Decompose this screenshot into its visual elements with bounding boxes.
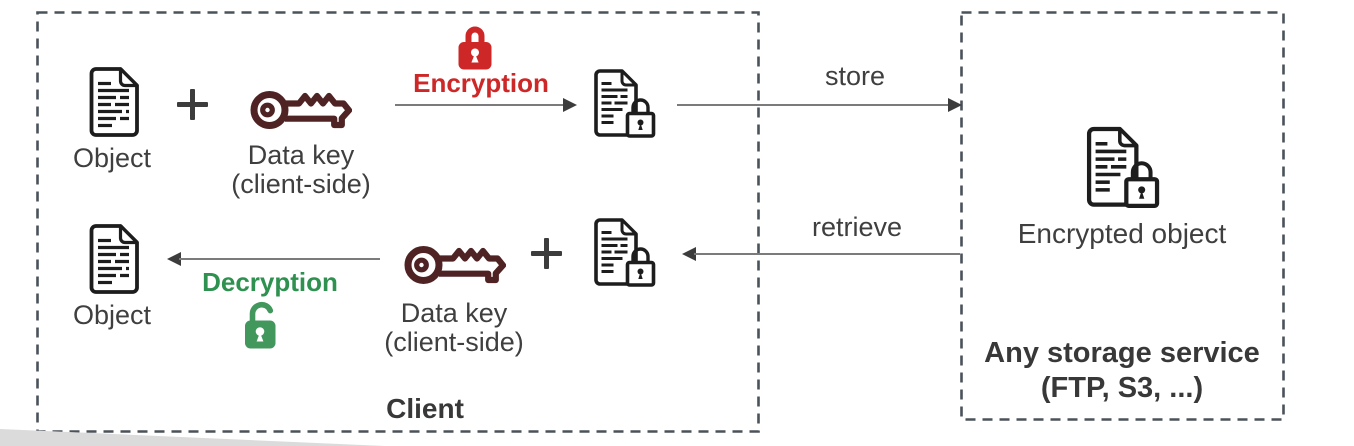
encryption-label: Encryption bbox=[413, 68, 549, 98]
encrypted-object-icon-bottom bbox=[590, 217, 656, 294]
encrypted-object-icon-top bbox=[590, 68, 656, 145]
client-box bbox=[36, 11, 760, 433]
store-label: store bbox=[824, 61, 886, 91]
decrypt-output-arrow bbox=[167, 252, 380, 266]
store-arrow bbox=[677, 98, 962, 112]
encrypt-arrow bbox=[395, 98, 577, 112]
decryption-label: Decryption bbox=[202, 267, 338, 297]
encrypted-object-icon-storage bbox=[1082, 125, 1160, 216]
encryption-lock-icon bbox=[458, 22, 492, 75]
plus-icon-bottom bbox=[531, 238, 562, 269]
object-document-icon-bottom bbox=[86, 223, 140, 300]
data-key-icon-top bbox=[248, 76, 353, 139]
object-document-icon bbox=[86, 66, 140, 143]
object-label-bottom: Object bbox=[72, 300, 152, 330]
encrypted-object-label: Encrypted object bbox=[1017, 218, 1227, 249]
storage-box-title: Any storage service (FTP, S3, ...) bbox=[984, 337, 1260, 404]
data-key-label-bottom: Data key (client-side) bbox=[384, 298, 524, 357]
client-box-title: Client bbox=[386, 393, 464, 424]
storage-box bbox=[960, 11, 1285, 421]
decryption-unlock-icon bbox=[244, 300, 284, 356]
data-key-icon-bottom bbox=[402, 231, 507, 294]
retrieve-arrow bbox=[682, 247, 960, 261]
plus-icon-top bbox=[177, 89, 208, 120]
object-label-top: Object bbox=[72, 143, 152, 173]
data-key-label-top: Data key (client-side) bbox=[231, 140, 371, 199]
retrieve-label: retrieve bbox=[811, 212, 903, 242]
